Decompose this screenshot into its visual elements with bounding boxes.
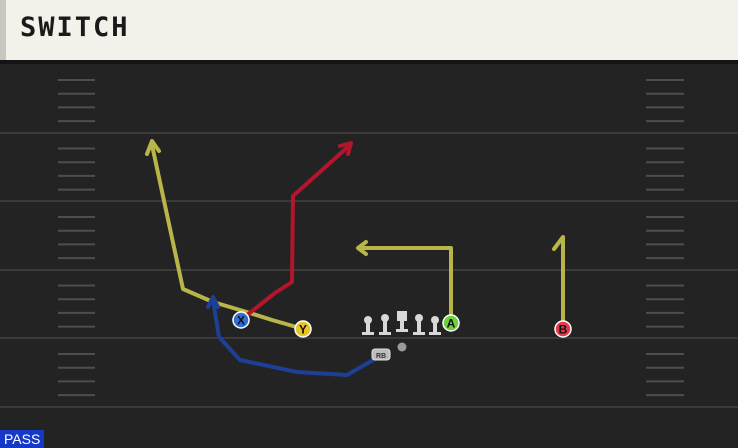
right-tackle: [429, 316, 441, 335]
route-a-arrowhead: [356, 240, 368, 256]
yard-lines: [0, 132, 738, 408]
route-rb: [211, 298, 382, 377]
route-a: [358, 246, 453, 322]
left-guard: [379, 314, 391, 335]
play-header: SWITCH: [0, 0, 738, 60]
hash-marks: [58, 79, 684, 397]
running-back[interactable]: RB: [371, 348, 391, 361]
receiver-y[interactable]: Y: [294, 320, 312, 338]
receiver-y-label: Y: [299, 323, 307, 337]
center: [396, 311, 408, 332]
route-y: [150, 143, 302, 330]
route-x: [240, 143, 352, 321]
receiver-b-label: B: [559, 323, 568, 337]
route-rb-arrowhead: [206, 295, 220, 309]
play-title: SWITCH: [20, 12, 130, 43]
receiver-a[interactable]: A: [442, 314, 460, 332]
rb-label: RB: [376, 353, 386, 360]
route-y-arrowhead: [145, 139, 161, 156]
route-x-arrowhead: [338, 141, 353, 156]
receiver-x[interactable]: X: [232, 311, 250, 329]
play-type-badge: PASS: [0, 430, 45, 448]
header-divider: [0, 60, 738, 64]
offensive-line: [362, 311, 441, 335]
route-b: [552, 235, 565, 327]
left-tackle: [362, 316, 374, 335]
receiver-b[interactable]: B: [554, 320, 572, 338]
receiver-x-label: X: [237, 314, 245, 328]
quarterback-marker: [397, 342, 407, 352]
right-guard: [413, 314, 425, 335]
receiver-a-label: A: [447, 317, 456, 331]
